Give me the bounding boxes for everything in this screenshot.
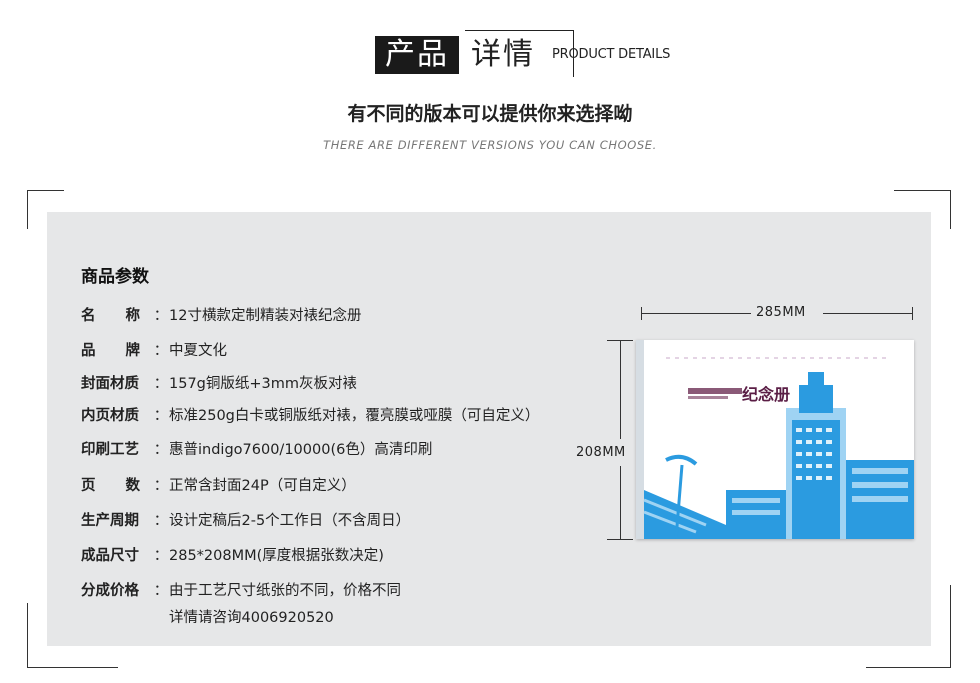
- param-value-contact: 详情请咨询4006920520: [169, 610, 334, 626]
- param-colon: ：: [153, 376, 169, 392]
- param-value: 157g铜版纸+3mm灰板对裱: [169, 376, 358, 392]
- corner-bracket-bottom-left: [27, 603, 118, 668]
- width-dimension-line-right: [823, 313, 913, 314]
- album-spine: [636, 340, 644, 539]
- param-value: 中夏文化: [169, 343, 227, 359]
- param-row-production-cycle: 生产周期 ：设计定稿后2-5个工作日（不含周日）: [81, 509, 410, 530]
- subtitle: 有不同的版本可以提供你来选择呦: [347, 103, 633, 125]
- param-label: 成品尺寸: [81, 548, 139, 564]
- album-cover-title: 纪念册: [742, 385, 790, 404]
- height-dimension-tick-bottom: [607, 539, 633, 540]
- param-value: 正常含封面24P（可自定义）: [169, 478, 356, 494]
- param-value: 由于工艺尺寸纸张的不同，价格不同: [169, 583, 401, 599]
- param-row-price: 分成价格 ：由于工艺尺寸纸张的不同，价格不同 详情请咨询4006920520: [81, 579, 401, 627]
- height-dimension-label: 208MM: [576, 445, 626, 460]
- param-row-brand: 品牌：中夏文化: [81, 339, 227, 360]
- param-colon: ：: [153, 548, 169, 564]
- param-row-cover-material: 封面材质 ：157g铜版纸+3mm灰板对裱: [81, 372, 357, 393]
- param-row-inner-material: 内页材质 ：标准250g白卡或铜版纸对裱，覆亮膜或哑膜（可自定义）: [81, 404, 539, 425]
- param-colon: ：: [153, 442, 169, 458]
- corner-bracket-bottom-right: [866, 585, 951, 668]
- album-cover-image: 纪念册: [636, 340, 914, 539]
- param-colon: ：: [153, 308, 169, 324]
- param-colon: ：: [153, 408, 169, 424]
- param-label: 封面材质: [81, 376, 139, 392]
- title-outline-frame: [465, 30, 574, 77]
- param-row-pages: 页数：正常含封面24P（可自定义）: [81, 474, 356, 495]
- title-dark-box: 产品: [375, 36, 459, 74]
- param-colon: ：: [153, 478, 169, 494]
- title-en: PRODUCT DETAILS: [552, 47, 671, 62]
- width-dimension-line-left: [641, 313, 751, 314]
- param-label: 名称: [81, 308, 170, 324]
- param-colon: ：: [153, 513, 169, 529]
- param-label: 生产周期: [81, 513, 139, 529]
- height-dimension-line-top: [620, 340, 621, 439]
- param-label: 内页材质: [81, 408, 139, 424]
- param-value: 设计定稿后2-5个工作日（不含周日）: [169, 513, 411, 529]
- param-row-printing: 印刷工艺 ：惠普indigo7600/10000(6色）高清印刷: [81, 438, 432, 459]
- param-value: 标准250g白卡或铜版纸对裱，覆亮膜或哑膜（可自定义）: [169, 408, 540, 424]
- corner-bracket-top-right: [894, 190, 951, 229]
- width-dimension-label: 285MM: [756, 305, 806, 320]
- param-label: 分成价格: [81, 583, 139, 599]
- param-row-name: 名称：12寸横款定制精装对裱纪念册: [81, 304, 361, 325]
- width-dimension-tick-right: [912, 307, 913, 320]
- param-colon: ：: [153, 583, 169, 599]
- panel-title: 商品参数: [81, 267, 149, 287]
- param-colon: ：: [153, 343, 169, 359]
- param-label: 页数: [81, 478, 170, 494]
- param-value: 12寸横款定制精装对裱纪念册: [169, 308, 362, 324]
- param-value: 惠普indigo7600/10000(6色）高清印刷: [169, 442, 433, 458]
- title-light-text: 详情: [471, 37, 535, 72]
- subtitle-en: THERE ARE DIFFERENT VERSIONS YOU CAN CHO…: [323, 138, 657, 152]
- corner-bracket-top-left: [27, 190, 64, 229]
- param-label: 品牌: [81, 343, 170, 359]
- param-value: 285*208MM(厚度根据张数决定): [169, 548, 384, 564]
- album-cover-illustration: 纪念册: [643, 357, 914, 539]
- height-dimension-line-bottom: [620, 466, 621, 539]
- param-row-size: 成品尺寸 ：285*208MM(厚度根据张数决定): [81, 544, 384, 565]
- param-label: 印刷工艺: [81, 442, 139, 458]
